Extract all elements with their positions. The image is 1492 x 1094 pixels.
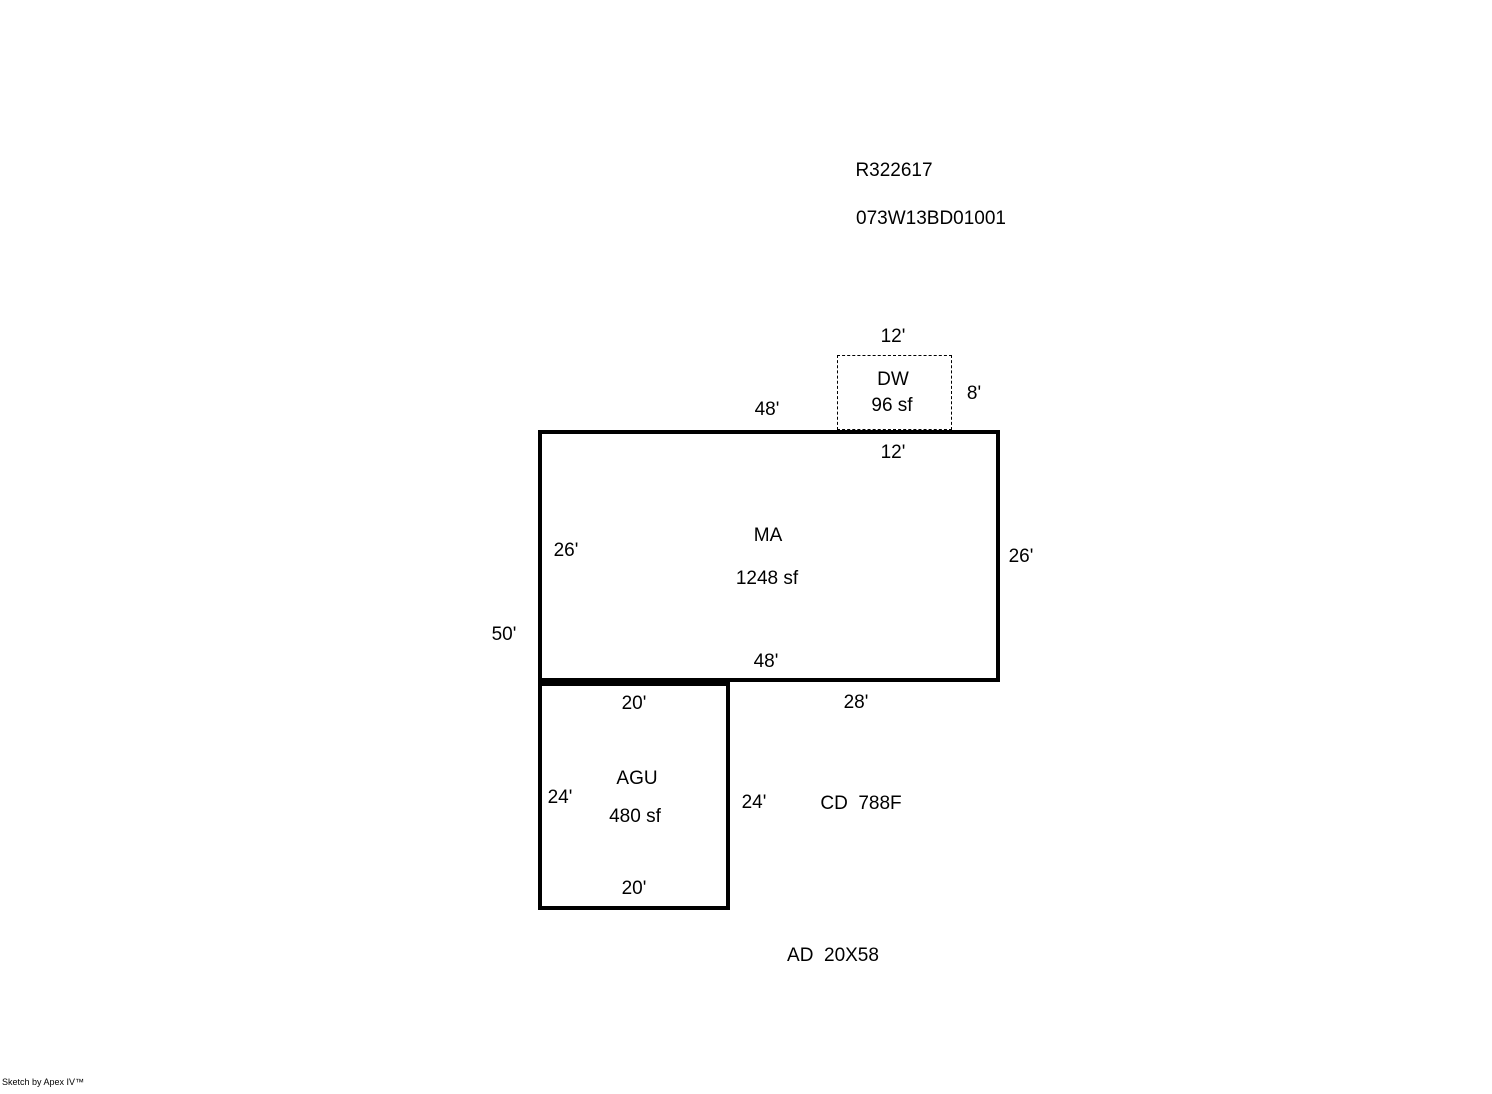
ma-label: MA xyxy=(753,525,783,546)
agu-outline xyxy=(538,682,730,910)
agu-dimension-right: 24' xyxy=(741,792,767,813)
dw-outline xyxy=(837,355,952,430)
agu-label: AGU xyxy=(616,768,658,789)
cd-annotation: CD 788F xyxy=(820,793,902,814)
dw-area: 96 sf xyxy=(871,395,913,416)
ma-area: 1248 sf xyxy=(735,568,799,589)
ma-dimension-bottom: 48' xyxy=(753,651,779,672)
ma-dimension-left-outer: 50' xyxy=(491,624,517,645)
dw-label: DW xyxy=(877,369,909,390)
ma-dimension-right: 26' xyxy=(1008,546,1034,567)
record-id: R322617 xyxy=(855,160,933,181)
dw-dimension-right: 8' xyxy=(966,383,982,404)
ma-dimension-top: 48' xyxy=(754,399,780,420)
ma-dimension-bottom-outer: 28' xyxy=(843,692,869,713)
agu-dimension-left: 24' xyxy=(547,787,573,808)
sketch-credit: Sketch by Apex IV™ xyxy=(2,1077,85,1087)
ma-dimension-left: 26' xyxy=(553,540,579,561)
agu-dimension-top: 20' xyxy=(621,693,647,714)
agu-dimension-bottom: 20' xyxy=(621,878,647,899)
ma-outline xyxy=(538,430,1000,682)
dw-dimension-bottom: 12' xyxy=(880,442,906,463)
agu-area: 480 sf xyxy=(609,806,661,827)
dw-dimension-top: 12' xyxy=(880,326,906,347)
ad-annotation: AD 20X58 xyxy=(787,945,879,966)
parcel-id: 073W13BD01001 xyxy=(856,208,1006,229)
